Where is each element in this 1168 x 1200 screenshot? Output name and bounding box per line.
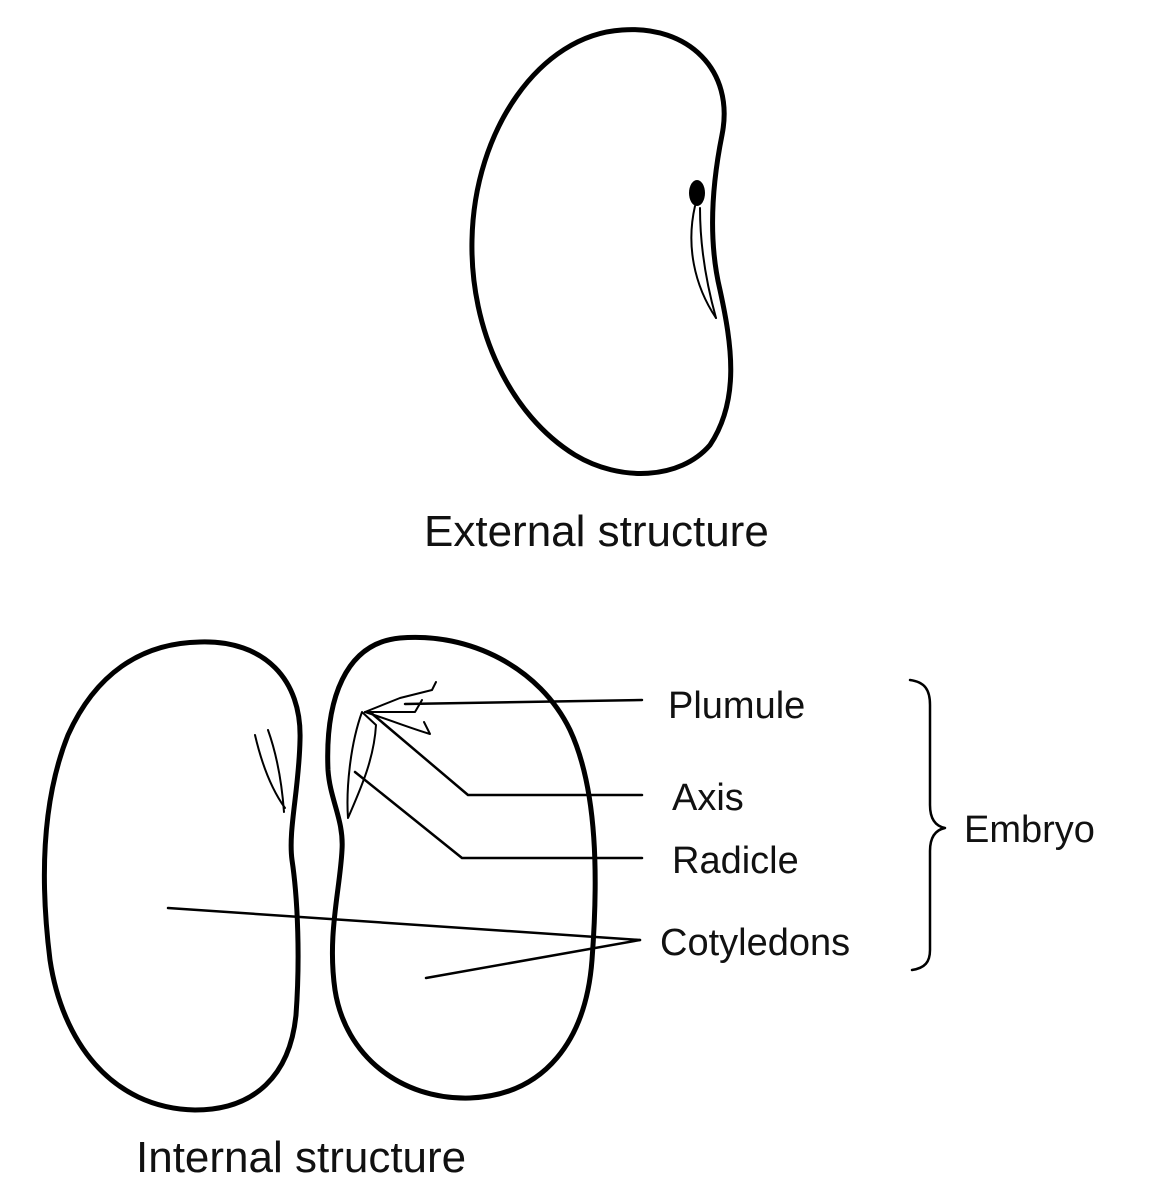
left-embryo-impression (254, 734, 286, 809)
label-axis: Axis (672, 777, 744, 819)
hilum (689, 180, 705, 206)
axis-leader (368, 710, 644, 797)
internal-caption: Internal structure (136, 1133, 466, 1182)
label-radicle: Radicle (672, 840, 799, 882)
external-seed (469, 27, 734, 476)
raphe (690, 205, 717, 319)
label-cotyledons: Cotyledons (660, 922, 850, 964)
left-cotyledon (41, 639, 303, 1113)
external-caption: External structure (424, 507, 769, 556)
embryo-brace (908, 678, 947, 972)
raphe-edge (699, 207, 717, 319)
plumule-leader (403, 698, 644, 706)
right-cotyledon-outline (325, 634, 598, 1101)
external-seed-outline (469, 27, 734, 476)
left-embryo-impression-2 (267, 729, 285, 813)
radicle-shape (346, 711, 377, 819)
cotyledons-leader-right (424, 938, 642, 980)
label-plumule: Plumule (668, 685, 805, 727)
plumule-shape (364, 681, 437, 713)
plumule-leaf-mid (364, 699, 423, 713)
radicle-leader (353, 770, 644, 860)
label-embryo: Embryo (964, 809, 1095, 851)
leader-lines (166, 698, 644, 980)
left-cotyledon-outline (41, 639, 303, 1113)
right-cotyledon (325, 634, 598, 1101)
cotyledons-leader-left (166, 906, 642, 942)
